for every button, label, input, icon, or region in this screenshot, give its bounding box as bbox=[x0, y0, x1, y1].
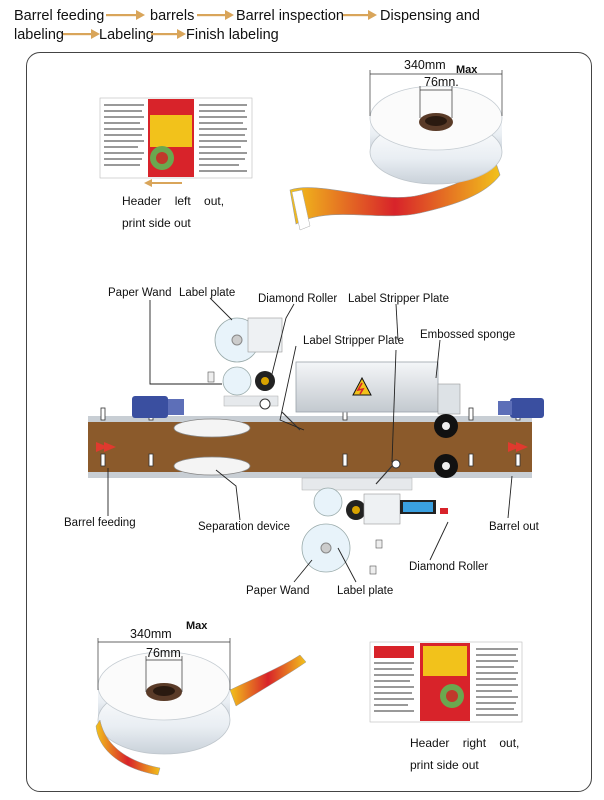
motor-left bbox=[132, 396, 184, 418]
arrow-right-icon bbox=[151, 29, 186, 39]
diagram-frame bbox=[26, 52, 592, 792]
label-paper-wand-top: Paper Wand bbox=[108, 287, 172, 299]
labeling-machine bbox=[88, 297, 544, 583]
bottom-roll-core-diameter: 76mm bbox=[146, 646, 181, 660]
flow-step-dispensing: Dispensing and bbox=[380, 8, 480, 24]
label-diamond-roller-top: Diamond Roller bbox=[258, 293, 338, 305]
bottom-caption-line1: Header right out, bbox=[410, 736, 520, 750]
label-strip bbox=[289, 159, 501, 225]
label-barrel-feeding: Barrel feeding bbox=[64, 517, 136, 529]
bottom-roll-max: Max bbox=[186, 620, 208, 632]
arrow-right-icon bbox=[197, 10, 234, 20]
motor-right bbox=[498, 398, 544, 418]
label-label-stripper-mid: Label Stripper Plate bbox=[303, 335, 405, 347]
top-caption: Header left out, print side out bbox=[122, 190, 232, 234]
arrow-right-icon bbox=[343, 10, 377, 20]
label-label-stripper-top: Label Stripper Plate bbox=[348, 293, 450, 305]
flow-step-barrel-feeding: Barrel feeding bbox=[14, 8, 105, 24]
arrow-right-icon bbox=[106, 10, 145, 20]
label-paper-wand-bottom: Paper Wand bbox=[246, 585, 310, 597]
top-roll-outer-diameter: 340mm bbox=[404, 58, 446, 72]
bottom-caption-line2: print side out bbox=[410, 758, 479, 772]
conveyor bbox=[88, 422, 532, 472]
flow-step-barrels: barrels bbox=[150, 8, 195, 24]
top-roll-max: Max bbox=[456, 64, 478, 76]
label-barrel-out: Barrel out bbox=[489, 521, 539, 533]
label-separation-device: Separation device bbox=[198, 521, 291, 533]
flow-step-labeling: Labeling bbox=[99, 27, 154, 43]
bottom-label-roll bbox=[95, 638, 307, 776]
top-label-sample bbox=[99, 97, 253, 187]
flow-step-finish-labeling: Finish labeling bbox=[186, 27, 279, 43]
label-diamond-roller-bottom: Diamond Roller bbox=[409, 561, 489, 573]
label-label-plate-top: Label plate bbox=[179, 287, 236, 299]
flow-arrows bbox=[63, 10, 377, 39]
top-caption-line1: Header left out, bbox=[122, 194, 225, 208]
bottom-caption: Header right out, print side out bbox=[410, 732, 530, 776]
bottom-labeling-head bbox=[301, 459, 448, 575]
flow-step-barrel-inspection: Barrel inspection bbox=[236, 8, 344, 24]
embossed-sponge bbox=[434, 414, 458, 478]
label-label-plate-bottom: Label plate bbox=[337, 585, 394, 597]
flow-step-labeling-cont: labeling bbox=[14, 27, 64, 43]
label-embossed-sponge: Embossed sponge bbox=[420, 329, 516, 341]
top-label-roll bbox=[289, 70, 503, 231]
arrow-left-icon bbox=[144, 179, 182, 187]
bottom-roll-outer-diameter: 340mm bbox=[130, 627, 172, 641]
top-caption-line2: print side out bbox=[122, 216, 191, 230]
arrow-right-icon bbox=[63, 29, 100, 39]
bottom-label-sample bbox=[369, 641, 523, 723]
top-roll-core-diameter: 76mn. bbox=[424, 75, 459, 89]
top-labeling-head bbox=[207, 317, 301, 431]
